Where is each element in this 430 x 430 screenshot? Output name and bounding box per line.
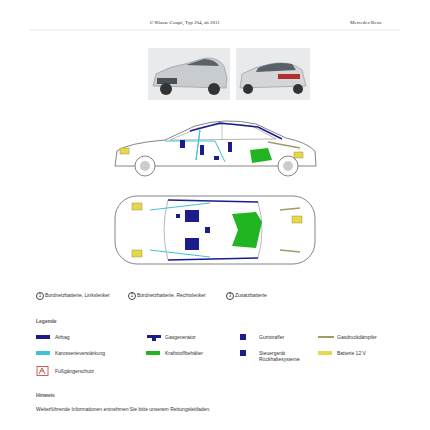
callout-number: 2 (128, 292, 136, 300)
legend-text: Batterie 12 V (337, 350, 366, 356)
legend-text: Gurtstraffer (259, 334, 284, 340)
car-side-view (115, 121, 316, 176)
car-photo-rear (236, 48, 310, 100)
legend-text: Fußgängerschutz (55, 368, 94, 374)
callout-number: 3 (226, 292, 234, 300)
callout-number: 1 (36, 292, 44, 300)
note-text: Weiterführende Informationen entnehmen S… (36, 406, 210, 412)
legend-text: Karosserieverstärkung (55, 350, 105, 356)
legend-swatch (36, 335, 50, 339)
legend-swatch (318, 336, 334, 338)
car-top-view (115, 196, 315, 264)
legend-swatch (318, 351, 332, 355)
legend-swatch (240, 334, 246, 340)
legend-swatch (36, 351, 50, 355)
brand-name: Mercedes-Benz (350, 20, 381, 26)
car-photo-front (148, 48, 230, 100)
battery-note: Bordnetzbatterie, Linkslenker (45, 292, 110, 298)
legend-text: Gasgenerator (165, 334, 196, 340)
legend-text: Steuergerät Rückhaltesysteme (259, 350, 311, 362)
section-heading: Legende (36, 318, 57, 324)
legend-swatch (240, 350, 246, 356)
legend-swatch (146, 351, 160, 355)
legend-text: Airbag (55, 334, 69, 340)
battery-note: Bordnetzbatterie, Rechtslenker (137, 292, 206, 298)
gas-generator-symbol (146, 332, 162, 342)
legend-text: Kraftstoffbehälter (165, 350, 203, 356)
page-title: C-Klasse Coupé, Typ 204, ab 2011 (150, 20, 220, 26)
pedestrian-protection-icon (36, 366, 52, 376)
section-heading: Hinweis (36, 392, 55, 398)
battery-note: Zusatzbatterie (235, 292, 267, 298)
legend-text: Gasdruckdämpfer (337, 334, 377, 340)
